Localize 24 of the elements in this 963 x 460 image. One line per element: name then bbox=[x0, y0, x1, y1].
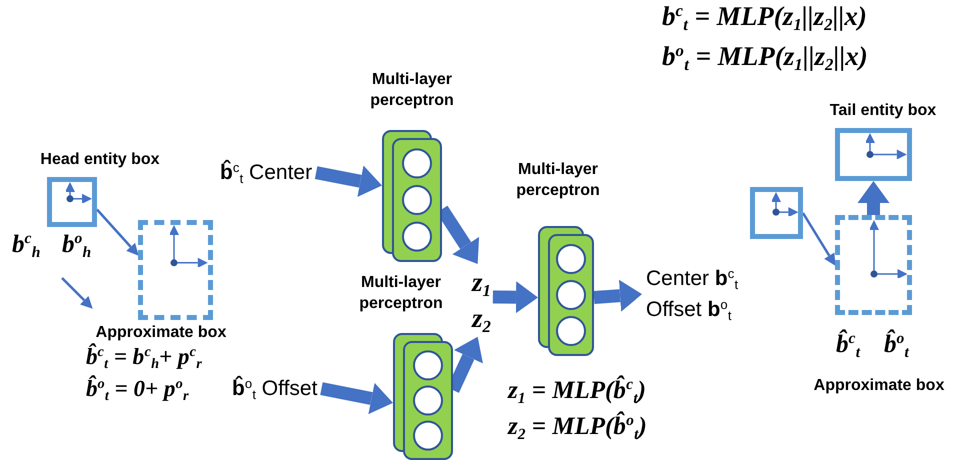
arrow bbox=[61, 277, 93, 309]
box-title: Tail entity box bbox=[828, 101, 938, 121]
arrow bbox=[802, 212, 836, 266]
block-arrow bbox=[320, 382, 393, 414]
box-title: Multi-layer perceptron bbox=[358, 273, 444, 314]
box-title: Approximate box bbox=[94, 323, 228, 343]
variable-label: z$_{1}$ bbox=[472, 266, 491, 298]
block-arrow bbox=[314, 166, 382, 197]
variable-label: z$_{2}$ bbox=[472, 302, 491, 335]
box-title: Head entity box bbox=[39, 150, 161, 170]
block-arrow bbox=[594, 280, 642, 312]
input-label: b̂$^{c}$$_{t}$ Center bbox=[220, 160, 312, 186]
box-title: Multi-layer perceptron bbox=[515, 160, 601, 201]
block-arrow bbox=[492, 281, 538, 314]
formula-label: z$_{2}$ = MLP(b̂$^{o}$$_{t}$) bbox=[508, 412, 647, 442]
formula-label: z$_{1}$ = MLP(b̂$^{c}$$_{t}$) bbox=[508, 376, 646, 406]
block-arrow bbox=[858, 181, 890, 215]
formula-label: b$^{c}$$_{t}$ = MLP(z$_{1}$||z$_{2}$||x) bbox=[662, 0, 867, 32]
box-title: Approximate box bbox=[812, 376, 946, 396]
input-label: b̂$^{o}$$_{t}$ Offset bbox=[232, 376, 318, 402]
formula-label: b$^{o}$$_{t}$ = MLP(z$_{1}$||z$_{2}$||x) bbox=[662, 40, 868, 72]
arrow bbox=[96, 208, 139, 256]
box-title: Multi-layer perceptron bbox=[369, 70, 455, 111]
entity-box bbox=[750, 187, 803, 239]
